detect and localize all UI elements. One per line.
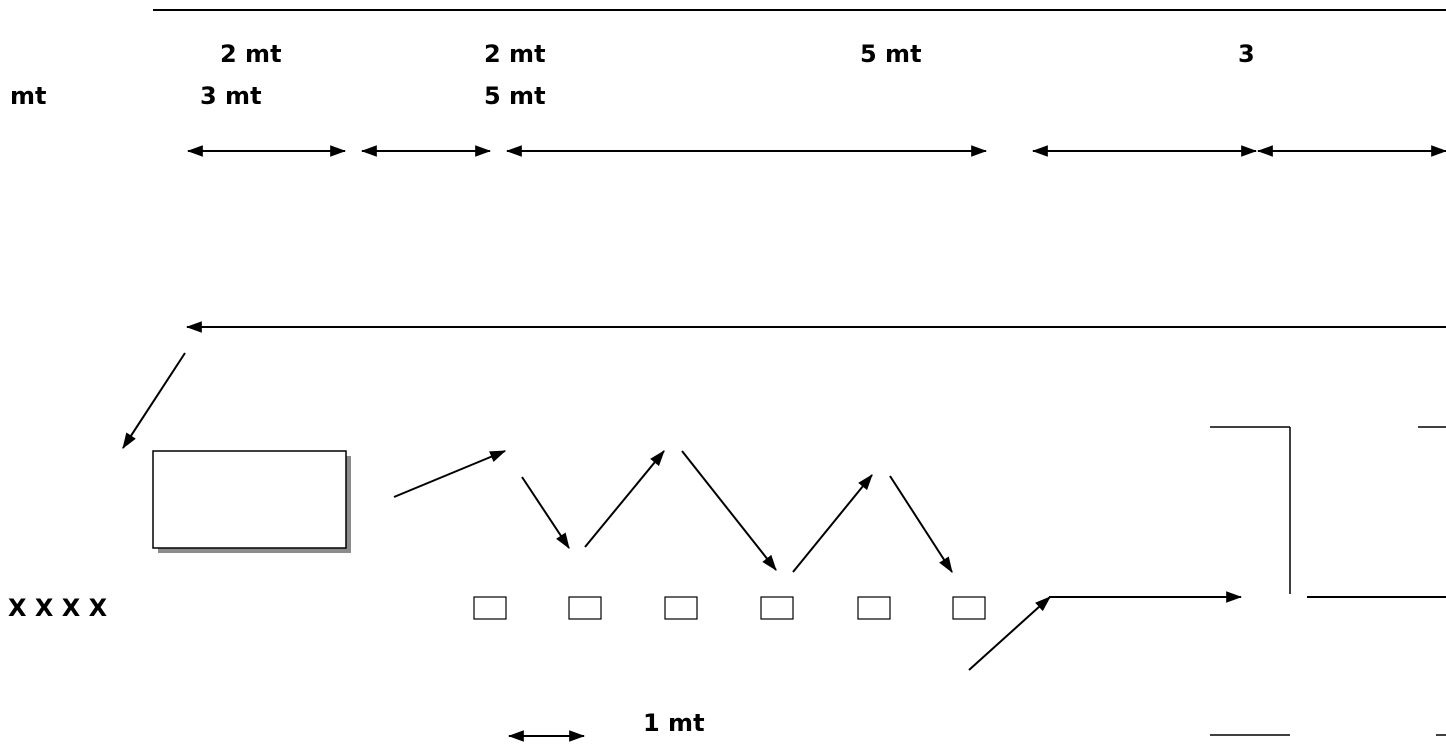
cone-marker-6 <box>952 596 986 620</box>
label-top-5mt: 5 mt <box>860 40 922 68</box>
path-arrow-3 <box>584 450 665 548</box>
path-arrow-6 <box>889 475 953 573</box>
label-1mt: 1 mt <box>643 709 705 737</box>
players-label: X X X X <box>8 594 108 622</box>
label-3mt: 3 mt <box>200 82 262 110</box>
cone-marker-2 <box>568 596 602 620</box>
label-top-2mt-b: 2 mt <box>484 40 546 68</box>
label-left-mt: mt <box>10 82 47 110</box>
label-5mt: 5 mt <box>484 82 546 110</box>
exit-diagonal-arrow <box>968 596 1051 671</box>
cone-marker-5 <box>857 596 891 620</box>
cone-marker-4 <box>760 596 794 620</box>
diagonal-arrow-to-box <box>122 352 186 449</box>
path-arrow-2 <box>521 476 570 549</box>
label-top-3: 3 <box>1238 40 1255 68</box>
cone-marker-3 <box>664 596 698 620</box>
start-box <box>152 450 347 549</box>
path-arrow-5 <box>792 474 873 573</box>
label-top-2mt-a: 2 mt <box>220 40 282 68</box>
cone-marker-1 <box>473 596 507 620</box>
path-arrow-1 <box>393 450 507 498</box>
path-arrow-4 <box>681 450 777 571</box>
